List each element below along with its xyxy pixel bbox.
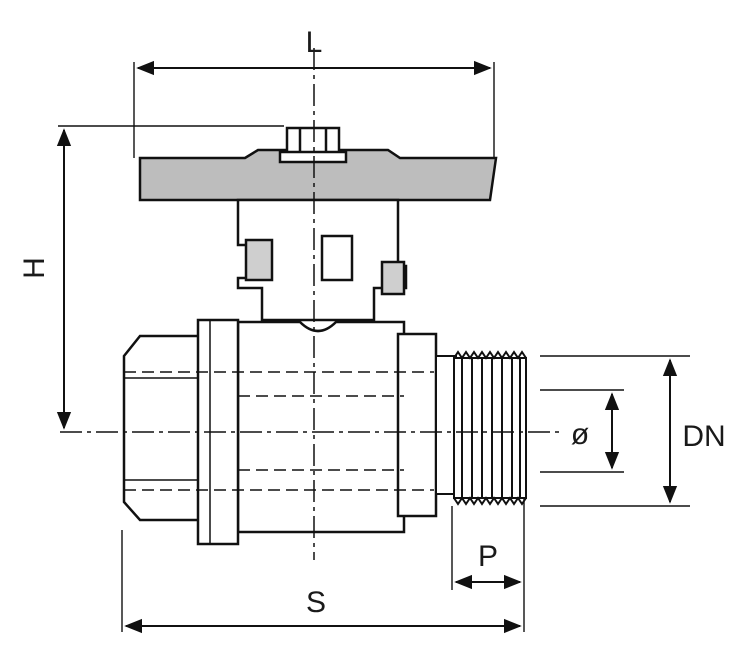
valve-stem-housing xyxy=(236,198,408,322)
extension-lines xyxy=(58,62,690,632)
dimension-lines xyxy=(56,60,678,634)
valve-body xyxy=(122,318,438,546)
handle-nut xyxy=(278,126,348,164)
label-s: S xyxy=(306,586,326,619)
label-l: L xyxy=(306,26,323,59)
threaded-end xyxy=(435,350,527,506)
centerlines xyxy=(60,48,560,560)
label-p: P xyxy=(478,540,498,573)
label-dn: DN xyxy=(682,420,725,453)
label-bore: ø xyxy=(571,418,589,451)
label-h: H xyxy=(18,257,51,279)
